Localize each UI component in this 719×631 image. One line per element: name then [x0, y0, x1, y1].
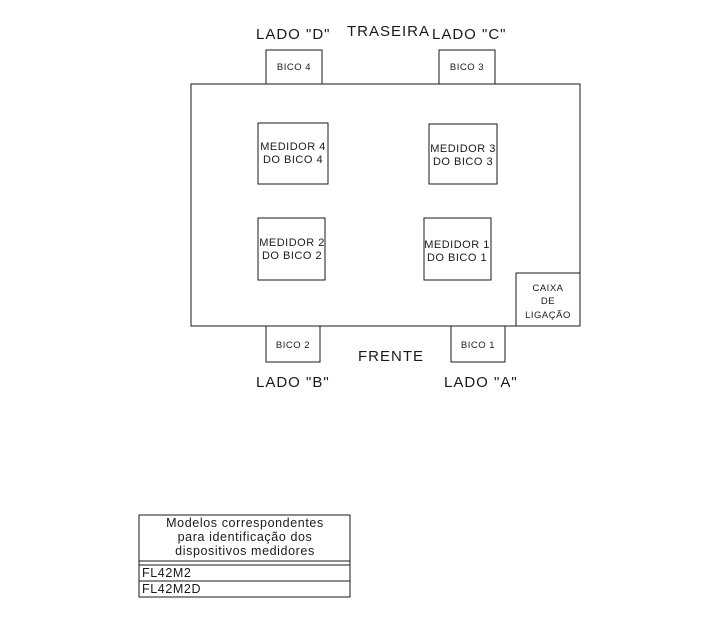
meter-label-line2: DO BICO 4 — [263, 154, 323, 166]
junction-box-line3: LIGAÇÃO — [525, 310, 571, 321]
meter-2: MEDIDOR 2 DO BICO 2 — [257, 217, 326, 281]
label-lado-a: LADO "A" — [444, 374, 518, 391]
label-lado-d: LADO "D" — [256, 26, 331, 43]
junction-box: CAIXA DE LIGAÇÃO — [515, 272, 581, 327]
label-lado-c: LADO "C" — [432, 26, 507, 43]
nozzle-label: BICO 1 — [461, 340, 495, 351]
models-legend-table: Modelos correspondentes para identificaç… — [138, 514, 351, 598]
legend-row: FL42M2 — [142, 566, 191, 580]
legend-header-line2: para identificação dos — [178, 530, 313, 544]
label-lado-b: LADO "B" — [256, 374, 330, 391]
legend-header-line1: Modelos correspondentes — [166, 516, 324, 530]
meter-label-line2: DO BICO 1 — [427, 252, 487, 264]
meter-4: MEDIDOR 4 DO BICO 4 — [257, 122, 329, 185]
legend-header-line3: dispositivos medidores — [175, 544, 315, 558]
meter-label-line1: MEDIDOR 3 — [430, 143, 496, 155]
nozzle-label: BICO 3 — [450, 62, 484, 73]
label-traseira: TRASEIRA — [347, 23, 430, 40]
label-frente: FRENTE — [358, 348, 424, 365]
legend-row: FL42M2D — [142, 582, 201, 596]
meter-label-line1: MEDIDOR 1 — [424, 239, 490, 251]
meter-label-line1: MEDIDOR 4 — [260, 141, 326, 153]
dispenser-body — [190, 83, 581, 327]
junction-box-line1: CAIXA — [532, 283, 563, 294]
nozzle-label: BICO 2 — [276, 340, 310, 351]
meter-1: MEDIDOR 1 DO BICO 1 — [423, 217, 492, 281]
nozzle-label: BICO 4 — [277, 62, 311, 73]
meter-label-line1: MEDIDOR 2 — [259, 237, 325, 249]
junction-box-line2: DE — [541, 296, 555, 307]
meter-3: MEDIDOR 3 DO BICO 3 — [428, 123, 498, 185]
nozzle-bico-3: BICO 3 — [438, 49, 496, 85]
meter-label-line2: DO BICO 3 — [433, 156, 493, 168]
nozzle-bico-1: BICO 1 — [450, 325, 506, 363]
nozzle-bico-2: BICO 2 — [265, 325, 321, 363]
meter-label-line2: DO BICO 2 — [262, 250, 322, 262]
nozzle-bico-4: BICO 4 — [265, 49, 323, 85]
